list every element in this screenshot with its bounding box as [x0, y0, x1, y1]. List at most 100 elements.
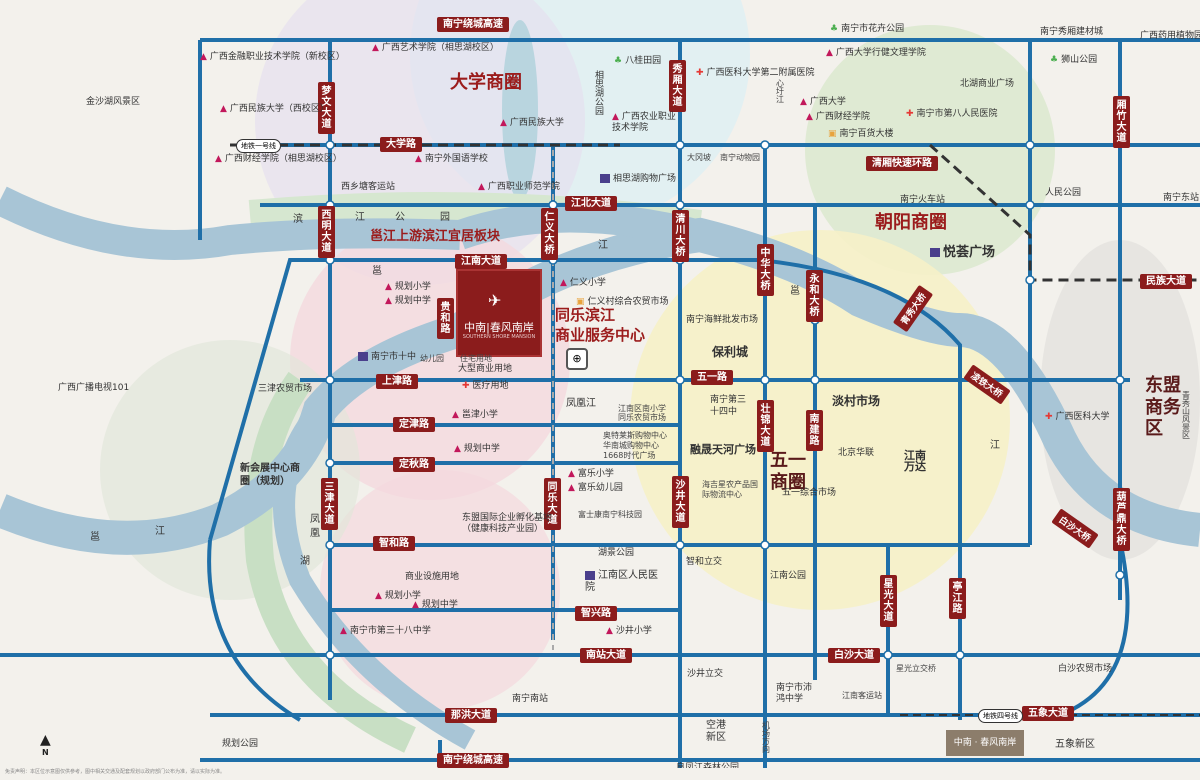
- university-icon: ▲: [372, 43, 379, 53]
- road-qingxiang: 清厢快速环路: [866, 156, 938, 171]
- university-icon: ▲: [800, 97, 807, 107]
- poi: ♣狮山公园: [1050, 55, 1098, 65]
- road-yonghe-bridge: 永和大桥: [806, 270, 823, 322]
- poi: 同乐农贸市场: [618, 413, 666, 422]
- poi: 南宁第三十四中: [710, 395, 747, 417]
- road-dingqiu: 定秋路: [393, 457, 435, 472]
- poi: ▣仁义村综合农贸市场: [576, 297, 669, 307]
- project-block: ✈ 中南|春风南岸 SOUTHERN SHORE MANSION: [458, 271, 540, 355]
- riverside-area-2: [320, 470, 560, 710]
- road-minzu: 民族大道: [1140, 274, 1192, 289]
- poi: ▲广西金融职业技术学院（新校区）: [200, 52, 345, 62]
- north-arrow-icon: ▲: [40, 732, 51, 748]
- school-icon: ▲: [454, 444, 461, 454]
- hospital-icon: ✚: [906, 109, 914, 119]
- metro-tag-1: 地铁一号线: [236, 139, 281, 153]
- footnote: 免责声明：本区位示意图仅供参考，图中相关交通及配套规划以政府部门公布为准，请以实…: [0, 768, 1200, 780]
- poi: 大冈坡: [687, 153, 711, 162]
- poi: ▲南宁市第三十八中学: [340, 626, 431, 636]
- road-daxue: 大学路: [380, 137, 422, 152]
- road-renyi-bridge: 仁义大桥: [541, 208, 558, 260]
- poi: ♣南宁市花卉公园: [830, 24, 905, 34]
- poi: 五一综合市场: [782, 488, 837, 498]
- poi: 相思湖购物广场: [600, 174, 676, 184]
- poi: ▲规划小学: [385, 282, 431, 292]
- poi: ✚广西医科大学: [1045, 412, 1110, 422]
- road-shangjin: 上津路: [376, 374, 418, 389]
- poi: 金沙湖风景区: [86, 97, 141, 107]
- poi: 1668时代广场: [603, 451, 656, 460]
- school-icon: ▲: [375, 591, 382, 601]
- poi: ▲广西民族大学: [500, 118, 564, 128]
- poi: 三津农贸市场: [258, 384, 313, 394]
- poi: 融晟天河广场: [690, 443, 756, 456]
- zone-riverside: 邕江上游滨江宜居板块: [370, 229, 501, 244]
- poi: 机场方向: [762, 721, 770, 754]
- poi: ▲南宁外国语学校: [415, 154, 488, 164]
- poi: 南宁市沛鸿中学: [776, 683, 813, 704]
- project-logo-icon: ✈: [488, 291, 502, 310]
- poi: ✚医疗用地: [462, 381, 509, 391]
- school-icon: ▲: [568, 483, 575, 493]
- poi: ▲邕津小学: [452, 410, 498, 420]
- poi: 广西广播电视101: [58, 383, 130, 393]
- school-icon: ▲: [560, 278, 567, 288]
- road-nanjian: 南建路: [806, 410, 823, 451]
- poi: ▲富乐小学: [568, 469, 614, 479]
- school-icon: ▲: [340, 626, 347, 636]
- poi: 江南区人民医院: [585, 570, 658, 593]
- poi: 星光立交桥: [896, 664, 936, 673]
- river-label: 凤凰江: [566, 398, 596, 409]
- mall-icon: [600, 174, 610, 183]
- road-huluding-bridge: 葫芦鼎大桥: [1113, 488, 1130, 551]
- poi: ▲仁义小学: [560, 278, 606, 288]
- school-icon: ▲: [606, 626, 613, 636]
- poi: 南宁海鲜批发市场: [686, 315, 759, 325]
- university-icon: ▲: [612, 112, 619, 122]
- poi: 幼儿园: [420, 354, 444, 363]
- brand-logo: 中南 · 春风南岸: [946, 730, 1024, 756]
- poi: ✚南宁市第八人民医院: [906, 109, 998, 119]
- poi: 湖景公园: [598, 548, 635, 558]
- poi: 广西药用植物园: [1140, 31, 1200, 41]
- poi: 北京华联: [838, 448, 875, 458]
- road-zhixing: 智兴路: [575, 606, 617, 621]
- junction-dots: [325, 140, 1125, 660]
- university-icon: ▲: [415, 154, 422, 164]
- road-zhuangjin: 壮锦大道: [757, 400, 774, 452]
- poi: 南宁火车站: [900, 195, 946, 205]
- university-icon: ▲: [200, 52, 207, 62]
- river-label: 江: [990, 440, 1000, 451]
- road-ring-north: 南宁绕城高速: [437, 17, 509, 32]
- poi: ▲广西大学: [800, 97, 846, 107]
- road-ring-south: 南宁绕城高速: [437, 753, 509, 768]
- university-icon: ▲: [220, 104, 227, 114]
- poi: 南宁市十中: [358, 352, 416, 362]
- poi: ▲广西大学行健文理学院: [826, 48, 926, 58]
- poi: 五象新区: [1055, 739, 1095, 750]
- poi: 空港新区: [706, 720, 726, 743]
- poi: ▲广西民族大学（西校区）: [220, 104, 329, 114]
- poi: 江南万达: [904, 449, 926, 473]
- poi: ✚广西医科大学第二附属医院: [696, 68, 815, 78]
- road-zhonghua-bridge: 中华大桥: [757, 244, 774, 296]
- poi: ▣南宁百货大楼: [828, 129, 894, 139]
- poi: 保利城: [712, 345, 749, 359]
- zone-asean: 东盟商务区: [1145, 375, 1181, 440]
- road-nahong: 那洪大道: [445, 708, 497, 723]
- road-dingjin: 定津路: [393, 417, 435, 432]
- poi: 南宁动物园: [720, 153, 760, 162]
- poi: 南宁东站: [1163, 193, 1200, 203]
- metro-tag-4: 地铁四号线: [978, 709, 1023, 723]
- river-label: 江: [355, 212, 365, 223]
- poi: 海吉星农产品国际物流中心: [702, 480, 758, 499]
- road-guihe: 贵和路: [437, 298, 454, 339]
- river-label: 邕: [790, 286, 800, 297]
- poi: ▲广西财经学院（相思湖校区）: [215, 154, 342, 164]
- north-arrow: ▲ N: [40, 732, 51, 757]
- poi: 南宁秀厢建材城: [1040, 27, 1104, 37]
- poi: 东盟国际企业孵化基地: [462, 513, 553, 523]
- poi: ▲广西职业师范学院: [478, 182, 560, 192]
- river-label: 凰: [310, 528, 320, 539]
